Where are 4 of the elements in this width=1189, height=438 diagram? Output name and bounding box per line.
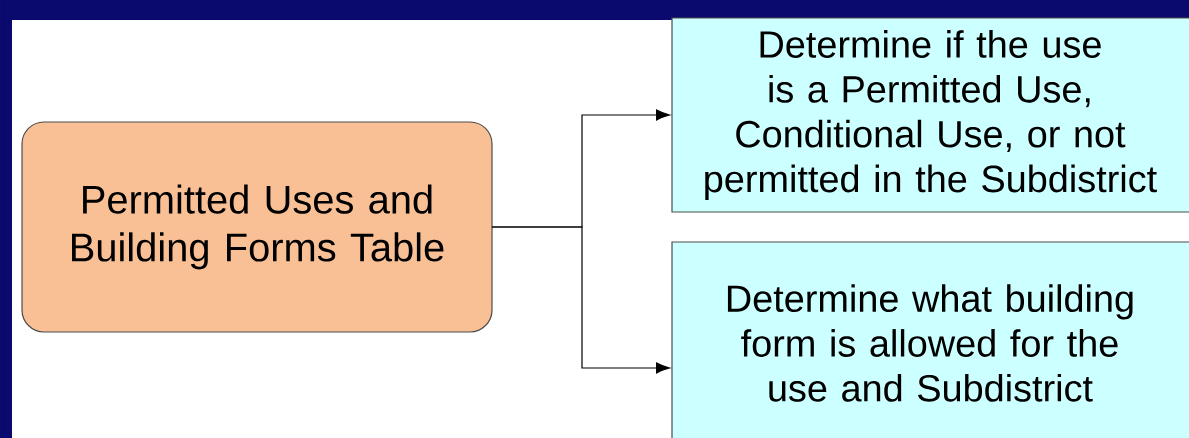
process-box: Determine what building form is allowed for the use and Subdistrict	[671, 241, 1189, 438]
process-box: Permitted Uses and Building Forms Table	[21, 121, 493, 333]
arrow	[491, 226, 671, 374]
process-box: Determine if the use is a Permitted Use, Conditional Use, or not permitted in the Subdistrict	[671, 17, 1189, 213]
